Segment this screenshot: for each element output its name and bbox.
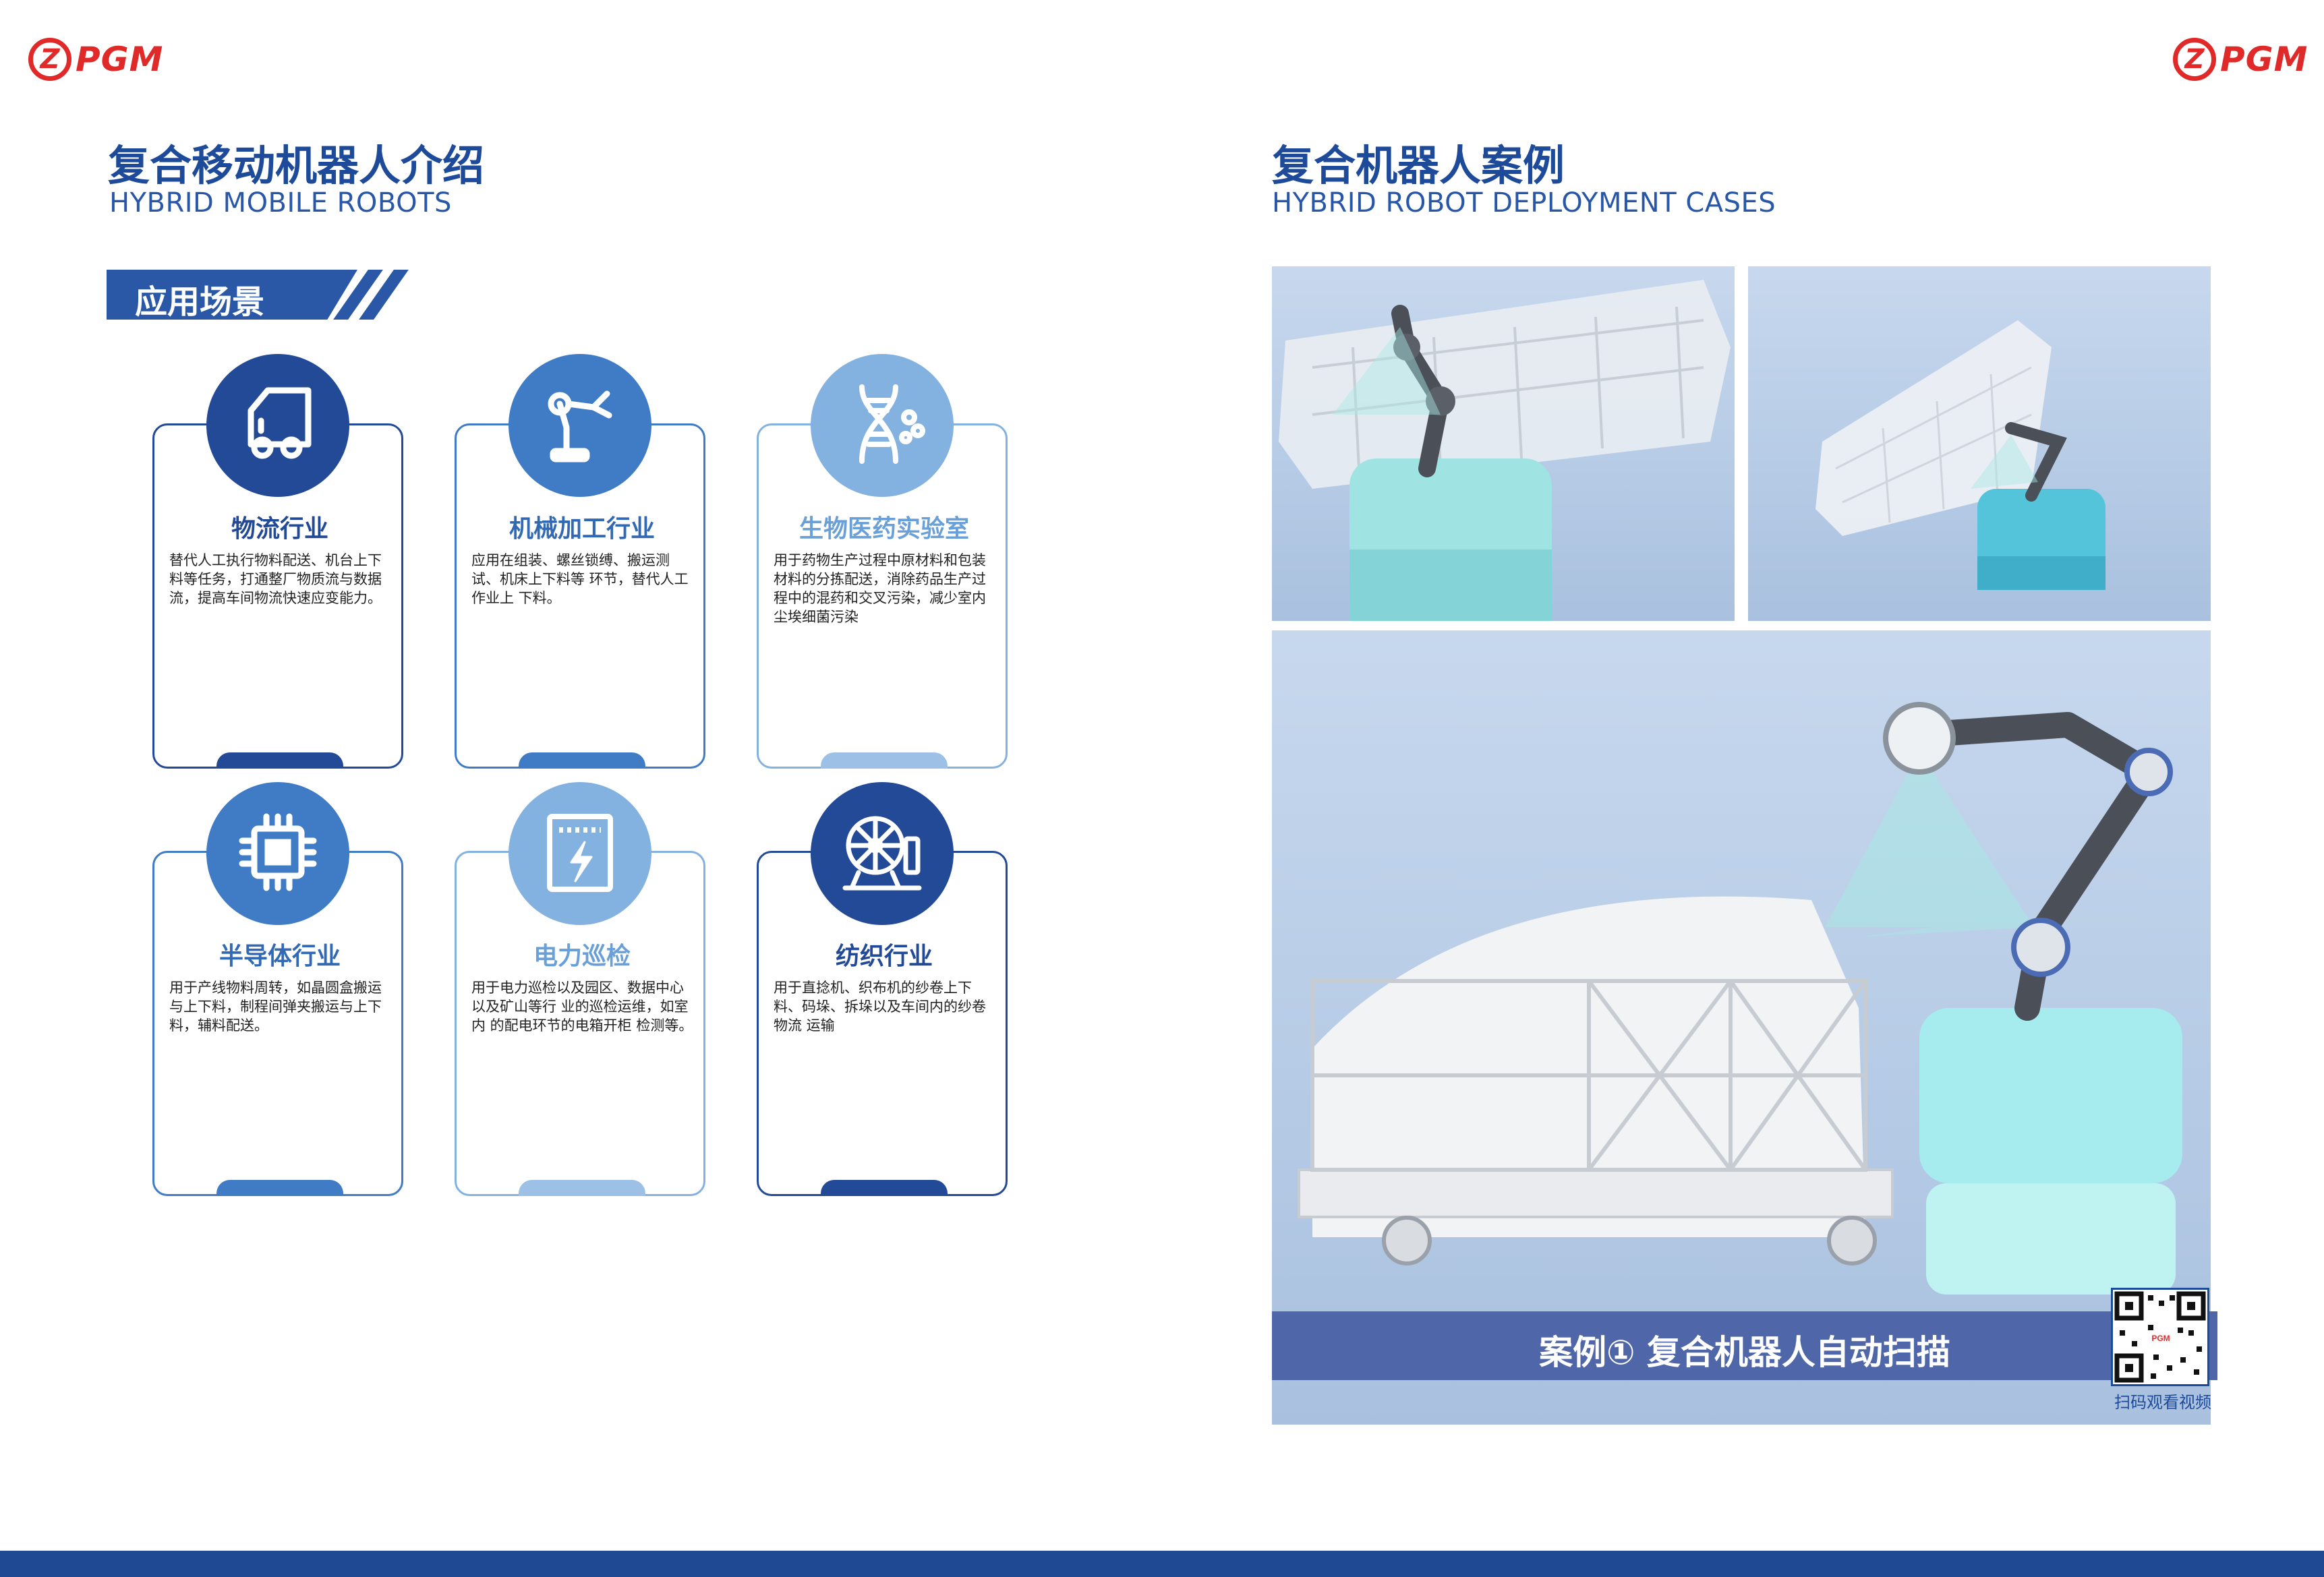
card-tab bbox=[216, 1180, 343, 1196]
case-image-main bbox=[1272, 630, 2211, 1425]
power-cabinet-icon bbox=[536, 808, 624, 899]
page-title-right: 复合机器人案例 bbox=[1272, 141, 1565, 190]
card-description: 替代人工执行物料配送、机台上下料等任务，打通整厂物质流与数据流，提高车间物流快速… bbox=[169, 552, 382, 606]
card-icon-circle bbox=[509, 354, 651, 497]
footer-bar bbox=[0, 1551, 2324, 1577]
card-title: 电力巡检 bbox=[533, 943, 631, 970]
logo-text: PGM bbox=[2220, 40, 2308, 79]
application-card: 生物医药实验室用于药物生产过程中原材料和包装材料的分拣配送，消除药品生产过程中的… bbox=[757, 423, 1008, 769]
card-description: 用于电力巡检以及园区、数据中心以及矿山等行 业的巡检运维，如室内 的配电环节的电… bbox=[471, 980, 693, 1034]
page-subtitle-left: HYBRID MOBILE ROBOTS bbox=[109, 187, 452, 218]
brand-logo-right: Z PGM bbox=[2173, 38, 2308, 81]
chip-icon bbox=[234, 808, 322, 899]
card-description: 应用在组装、螺丝锁缚、搬运测试、机床上下料等 环节，替代人工作业上 下料。 bbox=[471, 552, 689, 606]
case-caption: 案例① 复合机器人自动扫描 bbox=[1539, 1333, 1950, 1372]
card-title: 机械加工行业 bbox=[509, 515, 655, 543]
card-tab bbox=[519, 752, 645, 769]
qr-code[interactable]: PGM bbox=[2111, 1288, 2209, 1386]
card-icon-circle bbox=[509, 782, 651, 925]
robot-scan-illustration bbox=[1279, 280, 1731, 621]
qr-code-icon: PGM bbox=[2114, 1291, 2206, 1383]
logo-mark: Z bbox=[2173, 38, 2216, 81]
card-title: 纺织行业 bbox=[835, 943, 933, 970]
card-description: 用于直捻机、织布机的纱卷上下料、码垛、拆垛以及车间内的纱卷物流 运输 bbox=[774, 980, 986, 1034]
section-bar bbox=[107, 270, 357, 320]
page-title-left: 复合移动机器人介绍 bbox=[108, 141, 485, 190]
card-tab bbox=[216, 752, 343, 769]
case-image-top-right bbox=[1748, 266, 2211, 621]
card-icon-circle bbox=[811, 782, 954, 925]
logo-mark: Z bbox=[28, 38, 71, 81]
page-subtitle-right: HYBRID ROBOT DEPLOYMENT CASES bbox=[1272, 187, 1776, 218]
dna-icon bbox=[838, 380, 926, 471]
brand-logo-left: Z PGM bbox=[28, 38, 163, 81]
card-description: 用于产线物料周转，如晶圆盒搬运与上下料，制程间弹夹搬运与上下 料，辅料配送。 bbox=[169, 980, 382, 1034]
robot-arm-icon bbox=[536, 380, 624, 471]
card-tab bbox=[821, 1180, 948, 1196]
robot-scan-illustration bbox=[1815, 320, 2105, 590]
card-title: 生物医药实验室 bbox=[798, 515, 969, 543]
card-description: 用于药物生产过程中原材料和包装材料的分拣配送，消除药品生产过程中的混药和交叉污染… bbox=[774, 552, 986, 625]
card-title: 物流行业 bbox=[231, 515, 328, 543]
truck-icon bbox=[234, 380, 322, 471]
svg-text:PGM: PGM bbox=[2151, 1334, 2170, 1343]
card-icon-circle bbox=[811, 354, 954, 497]
card-icon-circle bbox=[206, 354, 349, 497]
card-title: 半导体行业 bbox=[219, 943, 341, 970]
card-tab bbox=[821, 752, 948, 769]
card-tab bbox=[519, 1180, 645, 1196]
robot-scan-illustration bbox=[1298, 702, 2182, 1295]
spinning-wheel-icon bbox=[838, 808, 926, 899]
case-caption-bar bbox=[1272, 1311, 2217, 1380]
application-card: 纺织行业用于直捻机、织布机的纱卷上下料、码垛、拆垛以及车间内的纱卷物流 运输 bbox=[757, 851, 1008, 1196]
qr-label: 扫码观看视频 bbox=[2114, 1393, 2211, 1412]
section-label: 应用场景 bbox=[107, 270, 410, 321]
card-icon-circle bbox=[206, 782, 349, 925]
section-label-text: 应用场景 bbox=[135, 283, 265, 321]
case-image-top-left bbox=[1272, 266, 1735, 621]
logo-text: PGM bbox=[76, 40, 164, 79]
